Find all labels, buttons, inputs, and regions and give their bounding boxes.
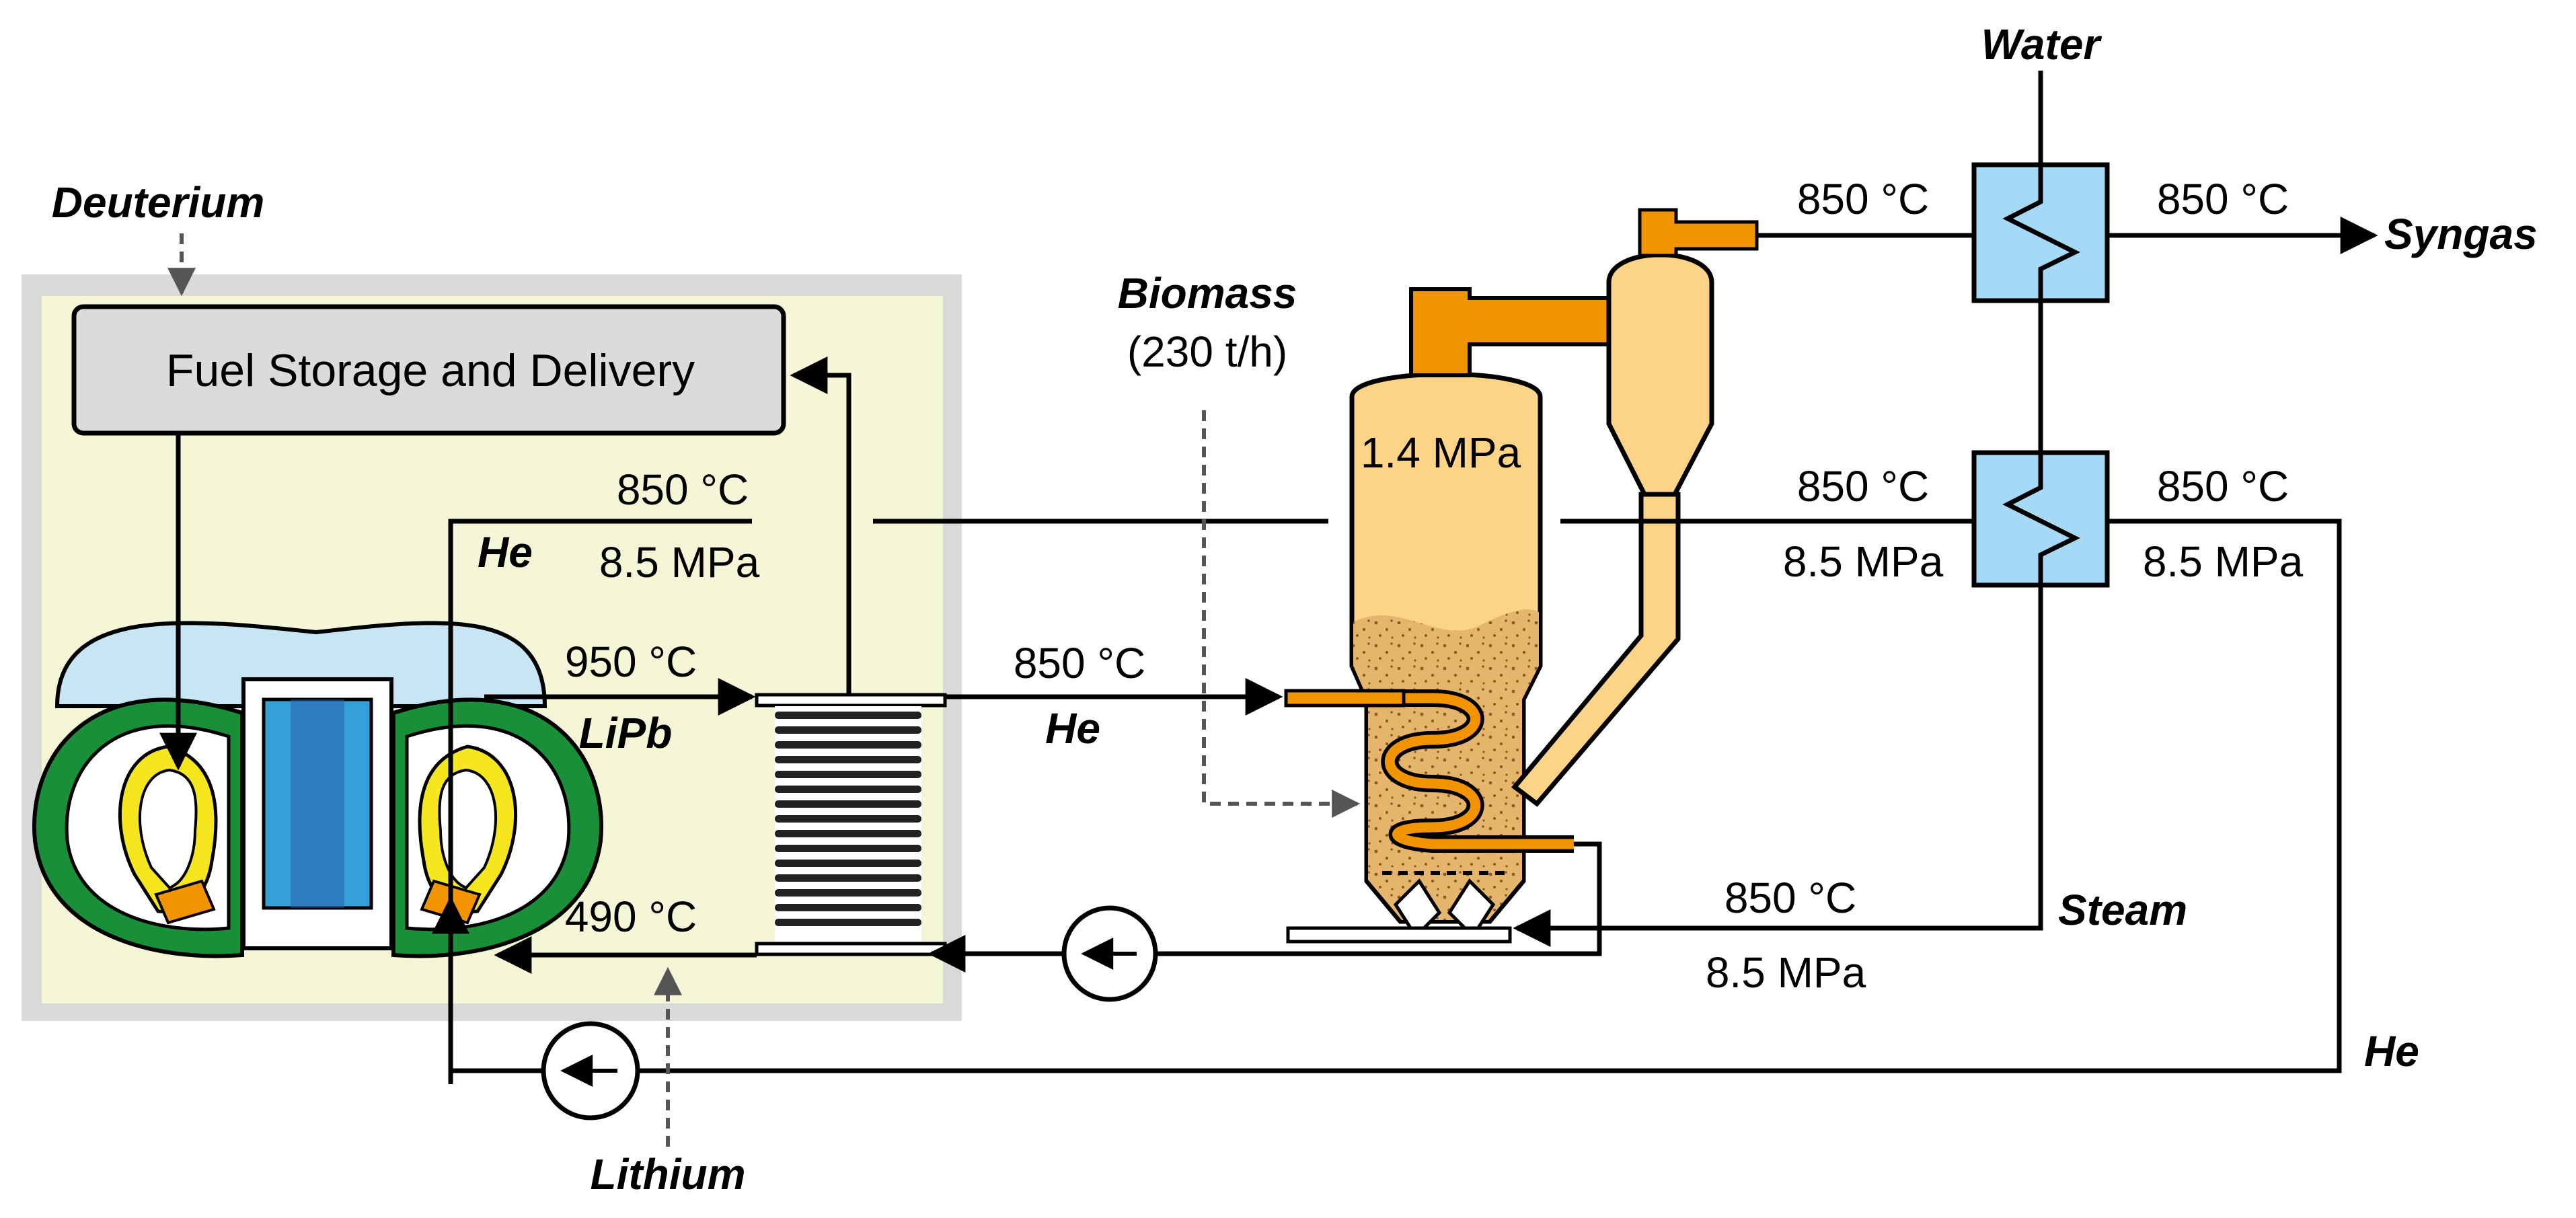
lipb-label: LiPb <box>579 709 673 757</box>
cyclone-outlet <box>1638 208 1759 258</box>
biomass-rate-label: (230 t/h) <box>1127 328 1287 376</box>
lipb-heat-exchanger <box>755 693 947 956</box>
biomass-label: Biomass <box>1118 269 1297 317</box>
syngas-out-temp-label: 850 °C <box>2157 175 2289 223</box>
he-top-fluid-label: He <box>478 528 533 576</box>
gasifier-outlet-duct <box>1409 287 1613 377</box>
fuel-storage-box: Fuel Storage and Delivery <box>71 304 786 436</box>
he-right-in-pressure-label: 8.5 MPa <box>1783 537 1944 586</box>
gasifier <box>1284 287 1613 944</box>
he-return-line <box>639 519 2342 1073</box>
he-feed-fluid-label: He <box>1045 704 1100 753</box>
fuel-storage-rect <box>71 304 786 436</box>
he-coil <box>1384 693 1574 849</box>
he-right-out-pressure-label: 8.5 MPa <box>2143 537 2304 586</box>
gasifier-sand <box>1353 609 1539 920</box>
he-hx-zigzag <box>2002 453 2080 585</box>
lipb-hot-temp-label: 950 °C <box>565 638 697 686</box>
he-return-fluid-label: He <box>2364 1027 2419 1075</box>
hx-top-flange <box>755 693 947 708</box>
he-coil-inlet <box>1284 689 1406 708</box>
steam-temp-label: 850 °C <box>1725 874 1856 922</box>
fuel-return-line <box>790 356 851 695</box>
biomass-feed-line <box>1202 410 1361 818</box>
he-right-out-temp-label: 850 °C <box>2157 462 2289 510</box>
lipb-cold-temp-label: 490 °C <box>565 892 697 941</box>
lithium-label: Lithium <box>590 1150 745 1198</box>
cyclone-dipleg <box>1511 492 1681 807</box>
left-plasma <box>139 768 198 890</box>
lipb-return-pump <box>1061 905 1158 1002</box>
fuel-storage-label: Fuel Storage and Delivery <box>166 345 695 396</box>
tokamak-reactor <box>32 621 603 958</box>
piping <box>159 71 2378 1084</box>
he-feed-temp-label: 850 °C <box>1014 639 1145 687</box>
syngas-hx-zigzag <box>2002 165 2080 301</box>
he-right-in-temp-label: 850 °C <box>1797 462 1929 510</box>
syngas-heat-exchanger <box>1971 162 2110 303</box>
syngas-label: Syngas <box>2384 210 2538 258</box>
steam-label: Steam <box>2058 886 2187 934</box>
hx-bottom-flange <box>755 942 947 956</box>
he-top-pressure-label: 8.5 MPa <box>599 538 760 586</box>
water-label: Water <box>1981 20 2103 69</box>
he-top-temp-label: 850 °C <box>617 465 749 514</box>
solenoid-core <box>291 699 344 908</box>
gasifier-base <box>1286 926 1512 944</box>
cyclone <box>1511 208 1759 807</box>
gasifier-pressure-label: 1.4 MPa <box>1361 428 1521 477</box>
steam-pressure-label: 8.5 MPa <box>1706 948 1866 997</box>
cyclone-body <box>1606 252 1714 497</box>
left-divertor <box>154 879 216 925</box>
steam-line <box>1513 585 2043 947</box>
he-return-pump <box>541 1021 640 1120</box>
hx-coil-turns <box>775 712 921 926</box>
syngas-in-temp-label: 850 °C <box>1797 175 1929 223</box>
deuterium-label: Deuterium <box>52 178 265 227</box>
helium-heat-exchanger <box>1971 450 2110 588</box>
he-out-loop <box>1137 841 1602 956</box>
